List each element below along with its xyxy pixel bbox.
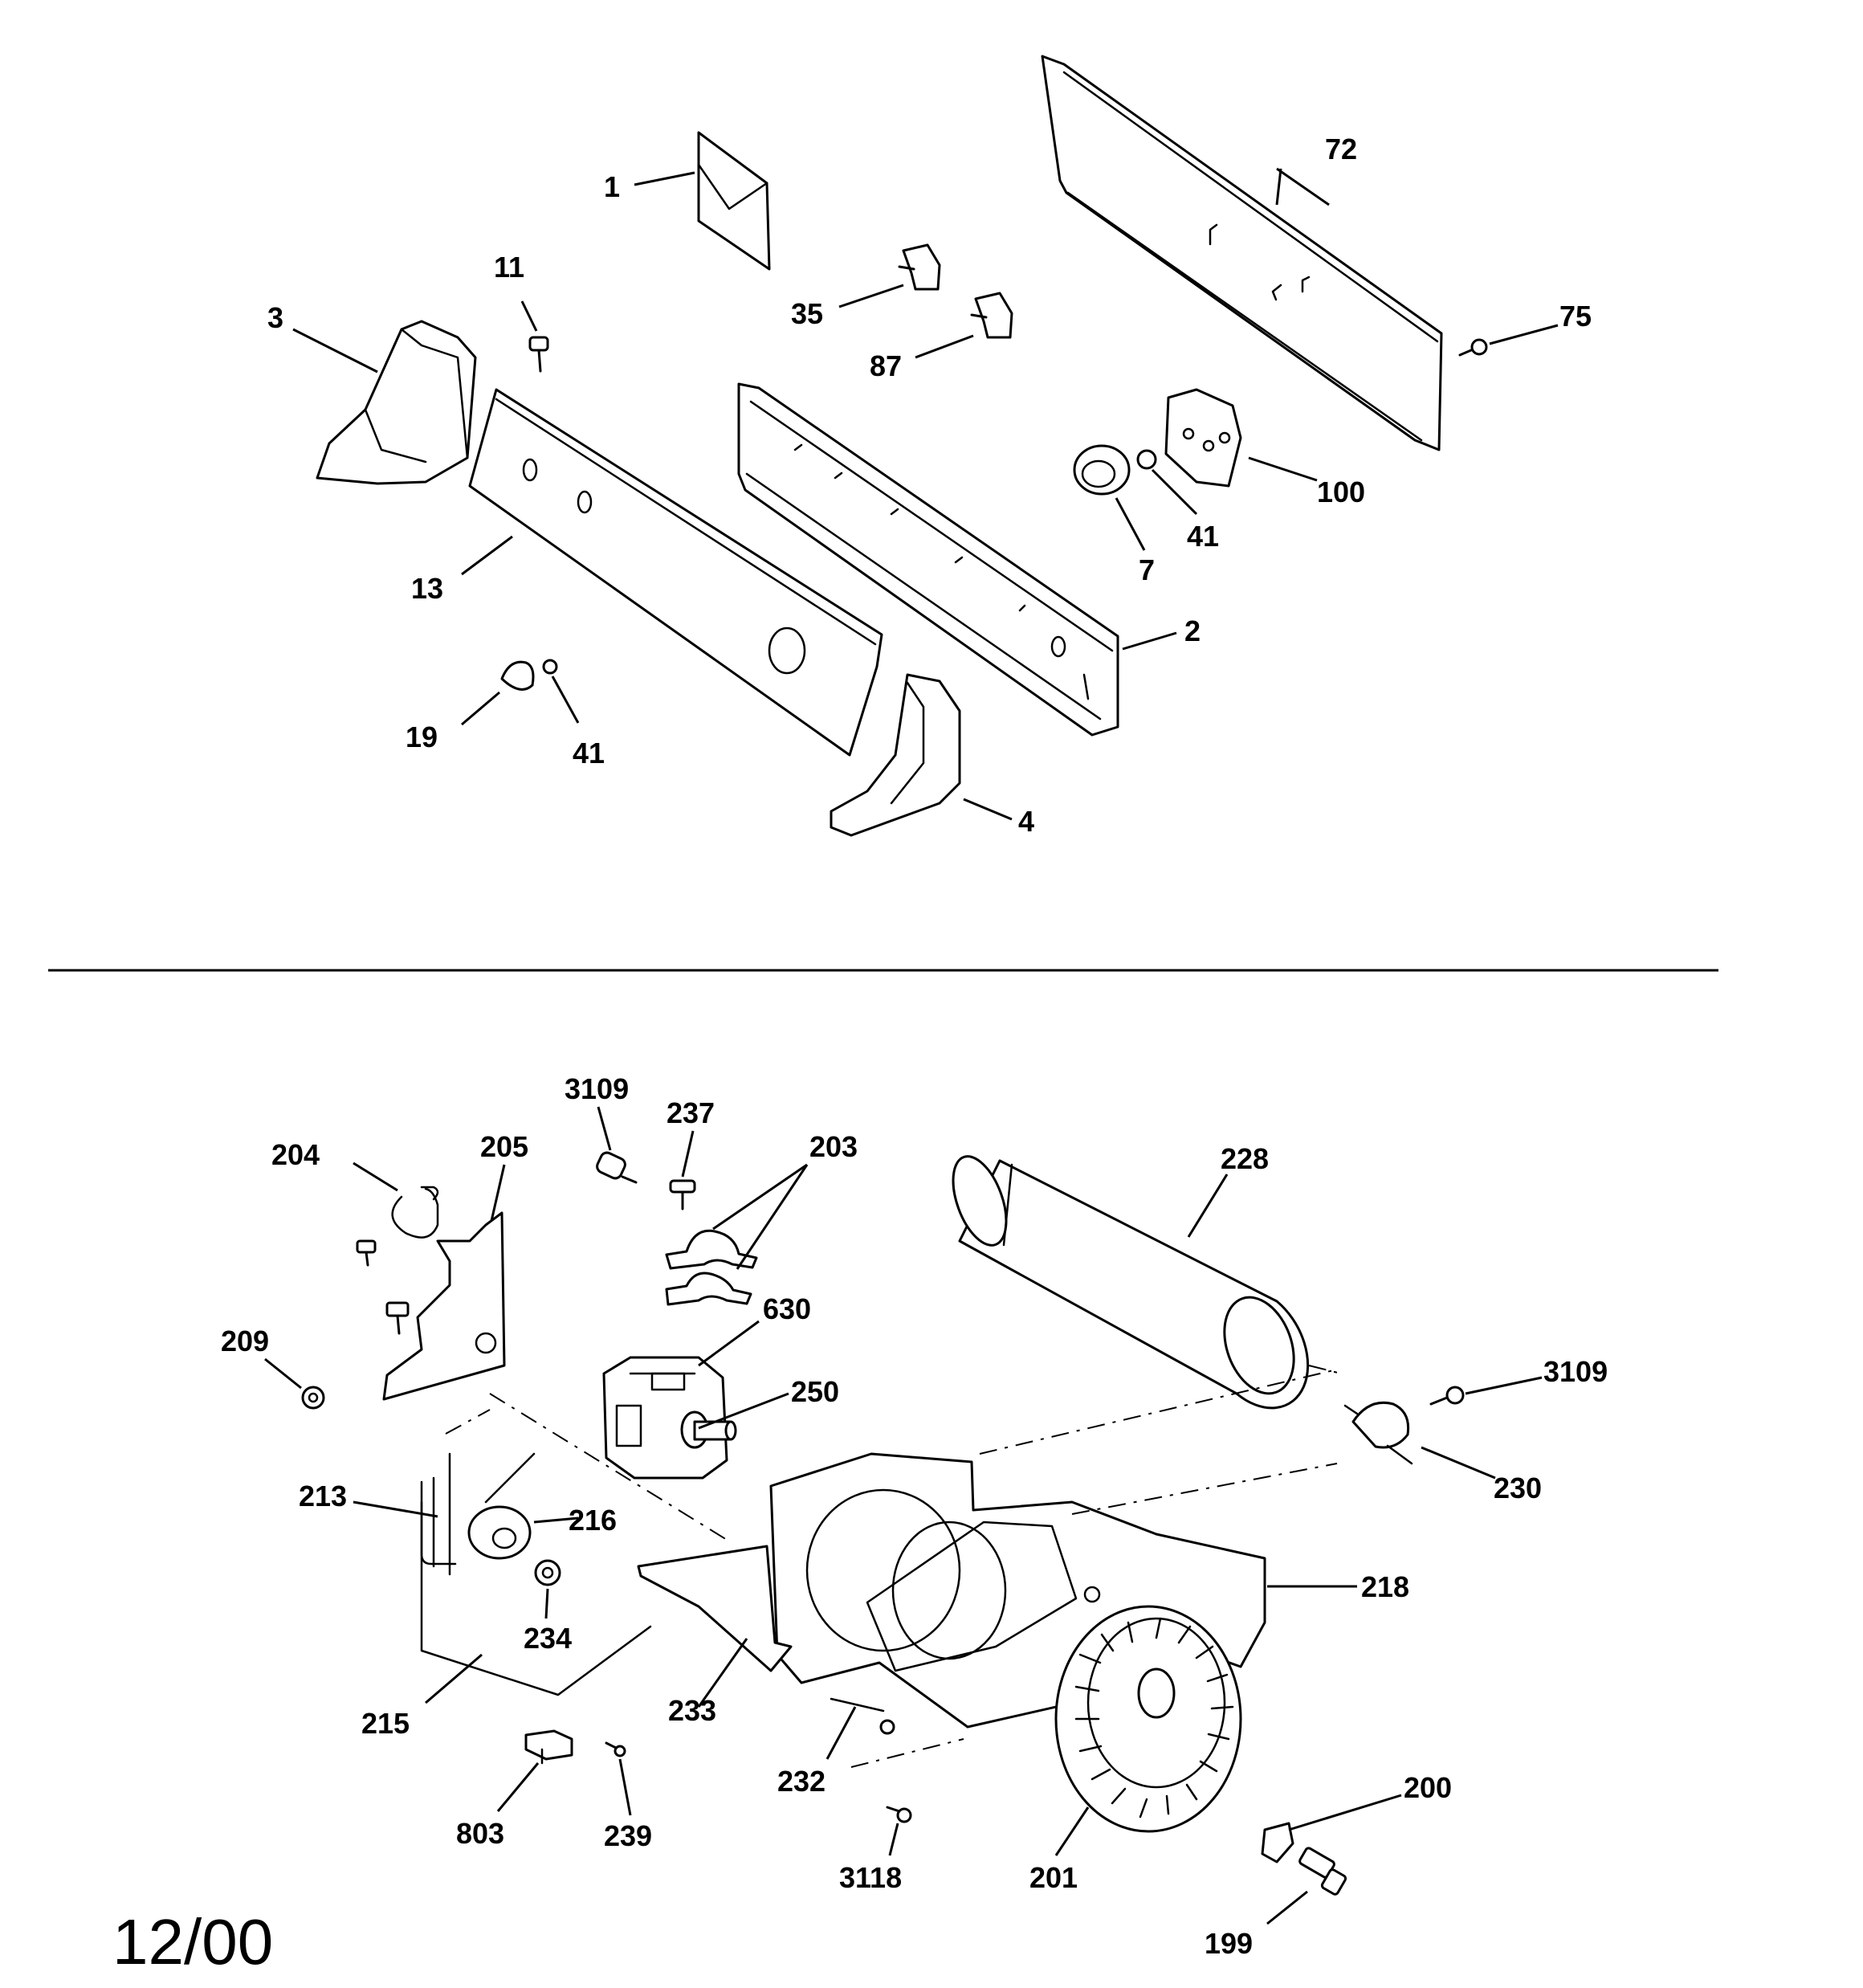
callout-41-lower: 41 [573, 737, 605, 769]
callout-100: 100 [1317, 476, 1365, 508]
callout-213: 213 [299, 1480, 347, 1512]
lower-callouts: 3109 237 203 204 205 228 630 209 250 310… [221, 1072, 1608, 1960]
callout-75: 75 [1559, 300, 1592, 333]
part-237-screw [669, 1179, 696, 1210]
callout-87: 87 [870, 349, 902, 382]
revision-date: 12/00 [112, 1906, 273, 1978]
part-3-end-cap [316, 320, 477, 485]
callout-239: 239 [604, 1819, 652, 1852]
callout-630: 630 [763, 1292, 811, 1325]
callout-13: 13 [411, 572, 443, 605]
callout-72: 72 [1325, 133, 1357, 165]
callout-228: 228 [1221, 1142, 1269, 1175]
part-35-bracket [898, 243, 941, 291]
part-87-bracket [970, 292, 1013, 339]
callout-216: 216 [569, 1504, 617, 1537]
part-203-clamp-upper [665, 1229, 758, 1270]
part-3109-plug-right [1429, 1386, 1465, 1406]
callout-803: 803 [456, 1817, 504, 1850]
part-204-clip [391, 1186, 439, 1239]
part-13-control-panel [468, 388, 883, 757]
part-41-insert-lower [542, 659, 558, 675]
callout-3109-right: 3109 [1543, 1355, 1608, 1388]
part-803-switch [524, 1729, 573, 1765]
callout-233: 233 [668, 1694, 716, 1727]
callout-230: 230 [1494, 1472, 1542, 1504]
part-250-motor-shaft [680, 1410, 737, 1449]
callout-218: 218 [1361, 1570, 1409, 1603]
part-199-foot [1298, 1847, 1347, 1896]
part-232-rod [830, 1697, 895, 1735]
part-203-clamp-lower [665, 1272, 752, 1306]
callout-35: 35 [791, 297, 823, 330]
callout-250: 250 [791, 1375, 839, 1408]
callout-199: 199 [1205, 1927, 1253, 1960]
part-72-back-panel [1041, 55, 1443, 451]
callout-215: 215 [361, 1707, 410, 1740]
callout-4: 4 [1018, 805, 1034, 838]
callout-7: 7 [1139, 553, 1155, 586]
part-216-idler-pulley [467, 1452, 536, 1560]
part-1-envelope [697, 131, 771, 271]
part-215-rod [420, 1500, 652, 1696]
lower-leaders [264, 1106, 1543, 1925]
part-75-screw [1458, 338, 1488, 357]
part-11-screw [528, 336, 549, 373]
callout-205: 205 [480, 1130, 528, 1163]
callout-3109-left: 3109 [565, 1072, 629, 1105]
assembly-dashed-lines [445, 1365, 1342, 1768]
part-41-insert-upper [1136, 449, 1157, 470]
upper-leaders [292, 167, 1559, 821]
callout-19: 19 [406, 720, 438, 753]
part-233-bracket [637, 1545, 793, 1672]
part-2-console-frame [737, 382, 1119, 737]
part-4-end-cap [830, 673, 961, 837]
part-205-bracket [356, 1211, 506, 1401]
callout-209: 209 [221, 1325, 269, 1357]
callout-11: 11 [494, 251, 524, 284]
part-19-knob [500, 660, 535, 691]
part-100-timer [1164, 388, 1242, 488]
callout-237: 237 [667, 1096, 715, 1129]
part-3109-plug-left [596, 1151, 638, 1184]
part-201-blower-wheel [1054, 1605, 1242, 1833]
part-200-bracket [1261, 1822, 1294, 1863]
callout-232: 232 [777, 1765, 826, 1798]
callout-234: 234 [524, 1622, 572, 1655]
callout-200: 200 [1404, 1771, 1452, 1804]
callout-3: 3 [267, 301, 283, 334]
callout-201: 201 [1029, 1861, 1078, 1894]
callout-3118: 3118 [839, 1861, 902, 1894]
callout-41-upper: 41 [1187, 520, 1219, 553]
part-230-thermostat [1343, 1401, 1413, 1465]
callout-203: 203 [809, 1130, 858, 1163]
part-7-knob [1073, 444, 1131, 496]
part-234-wheel [534, 1559, 561, 1586]
callout-204: 204 [271, 1138, 320, 1171]
part-3118-screw [886, 1806, 912, 1823]
part-630-motor [602, 1356, 728, 1480]
part-228-duct [952, 1155, 1310, 1410]
part-239-screw [605, 1741, 626, 1757]
callout-2: 2 [1184, 614, 1201, 647]
callout-1: 1 [604, 170, 620, 203]
part-209-nut [301, 1386, 325, 1410]
upper-callouts: 1 72 11 35 87 75 3 100 41 7 13 2 19 41 4 [267, 133, 1592, 838]
